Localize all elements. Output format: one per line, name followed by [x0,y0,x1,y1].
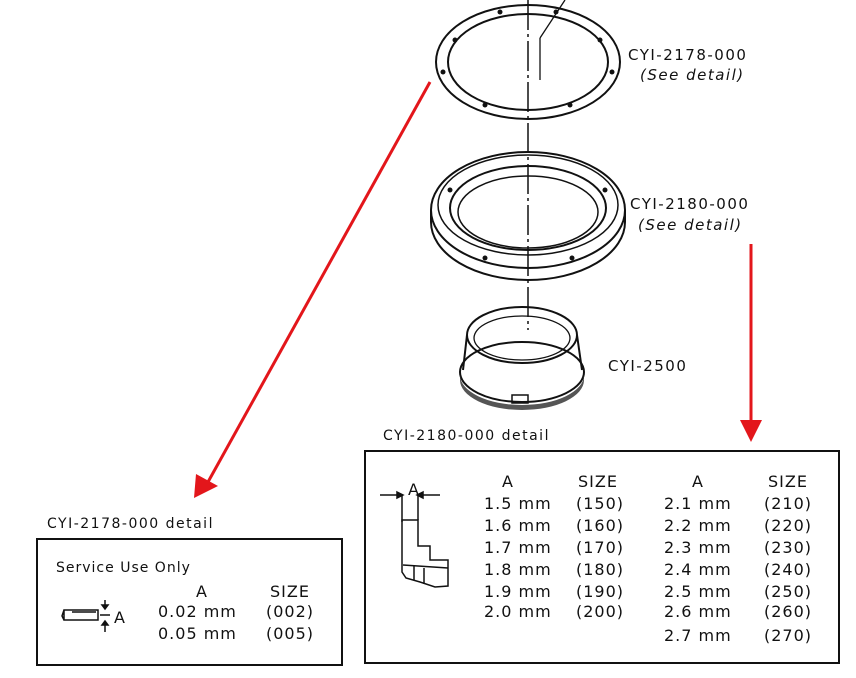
row-a: 2.4 mm [664,560,732,579]
header-size-left: SIZE [578,472,618,491]
row-a: 2.0 mm [484,602,552,621]
row-size: (210) [764,494,813,513]
service-note: Service Use Only [56,560,191,576]
header-a-right: A [692,472,704,491]
row-size: (160) [576,516,625,535]
row-a: 1.7 mm [484,538,552,557]
part-label-cyi-2500: CYI-2500 [608,357,688,375]
header-a: A [196,582,208,601]
row-size: (220) [764,516,813,535]
row-a: 2.7 mm [664,626,732,645]
detail-2178-box: Service Use Only A A SIZE 0.02 mm (002) … [36,538,343,666]
dim-label: A [408,480,420,499]
row-size: (200) [576,602,625,621]
row-a: 2.5 mm [664,582,732,601]
row-size: (250) [764,582,813,601]
arrow-to-2178-detail [194,81,432,498]
detail-2180-title: CYI-2180-000 detail [383,428,550,444]
row-a: 1.5 mm [484,494,552,513]
header-a-left: A [502,472,514,491]
row-size: (270) [764,626,813,645]
shim-profile-icon [61,600,110,632]
bayonet-ring-cyi-2500 [459,306,585,410]
mount-section-icon [380,490,449,588]
detail-2178-title: CYI-2178-000 detail [47,516,214,532]
detail-2180-box: A A SIZE A SIZE 1.5 mm (150) 1.6 mm (160… [364,450,840,664]
row-size: (190) [576,582,625,601]
row-size: (002) [266,602,315,621]
header-size-right: SIZE [768,472,808,491]
part-note-cyi-2178: (See detail) [640,66,745,84]
row-a: 1.6 mm [484,516,552,535]
row-a: 2.1 mm [664,494,732,513]
row-a: 1.9 mm [484,582,552,601]
mount-ring-cyi-2180 [430,151,626,281]
row-a: 0.02 mm [158,602,237,621]
row-size: (180) [576,560,625,579]
part-label-cyi-2178: CYI-2178-000 [628,46,748,64]
dim-label: A [114,608,126,627]
row-a: 2.3 mm [664,538,732,557]
row-size: (240) [764,560,813,579]
row-size: (150) [576,494,625,513]
row-a: 0.05 mm [158,624,237,643]
row-size: (260) [764,602,813,621]
row-size: (005) [266,624,315,643]
row-size: (170) [576,538,625,557]
row-a: 1.8 mm [484,560,552,579]
row-a: 2.2 mm [664,516,732,535]
shim-ring-cyi-2178 [435,4,621,120]
part-note-cyi-2180: (See detail) [638,216,743,234]
row-size: (230) [764,538,813,557]
arrow-to-2180-detail [740,244,762,442]
part-label-cyi-2180: CYI-2180-000 [630,195,750,213]
header-size: SIZE [270,582,310,601]
row-a: 2.6 mm [664,602,732,621]
